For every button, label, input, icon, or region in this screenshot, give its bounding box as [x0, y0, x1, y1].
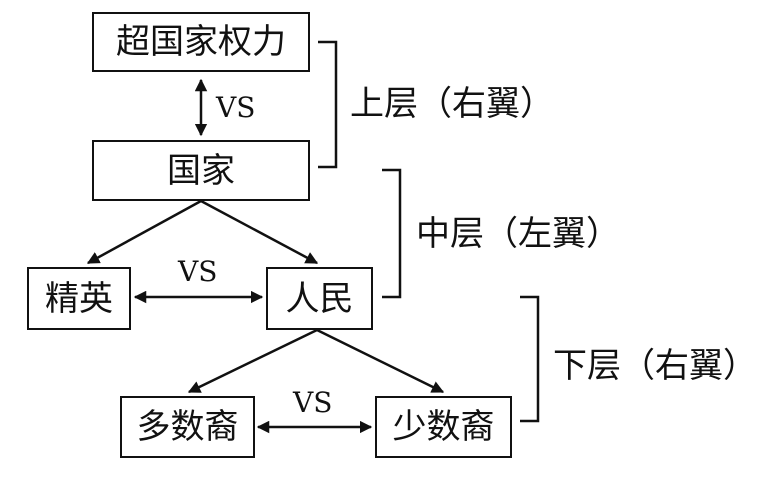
arrow-state-elite	[86, 199, 202, 265]
vs-label-majority-minority: VS	[293, 386, 333, 419]
layer-label-lower: 下层（右翼）	[553, 346, 757, 386]
node-majority: 多数裔	[120, 396, 255, 458]
bracket-middle	[382, 168, 402, 299]
node-minority: 少数裔	[375, 396, 512, 458]
node-people: 人民	[266, 267, 373, 330]
layer-label-middle: 中层（左翼）	[416, 214, 620, 254]
node-elite: 精英	[27, 267, 131, 330]
bracket-lower	[520, 295, 540, 423]
bracket-upper	[318, 40, 338, 169]
node-state: 国家	[92, 140, 310, 201]
arrow-people-majority	[187, 328, 318, 394]
vs-label-elite-people: VS	[178, 255, 218, 288]
arrow-people-minority	[316, 328, 445, 394]
node-supranational-power: 超国家权力	[92, 12, 310, 72]
layer-label-upper: 上层（右翼）	[350, 84, 554, 124]
arrow-state-people	[200, 199, 319, 265]
vs-label-supranational-state: VS	[216, 91, 256, 124]
